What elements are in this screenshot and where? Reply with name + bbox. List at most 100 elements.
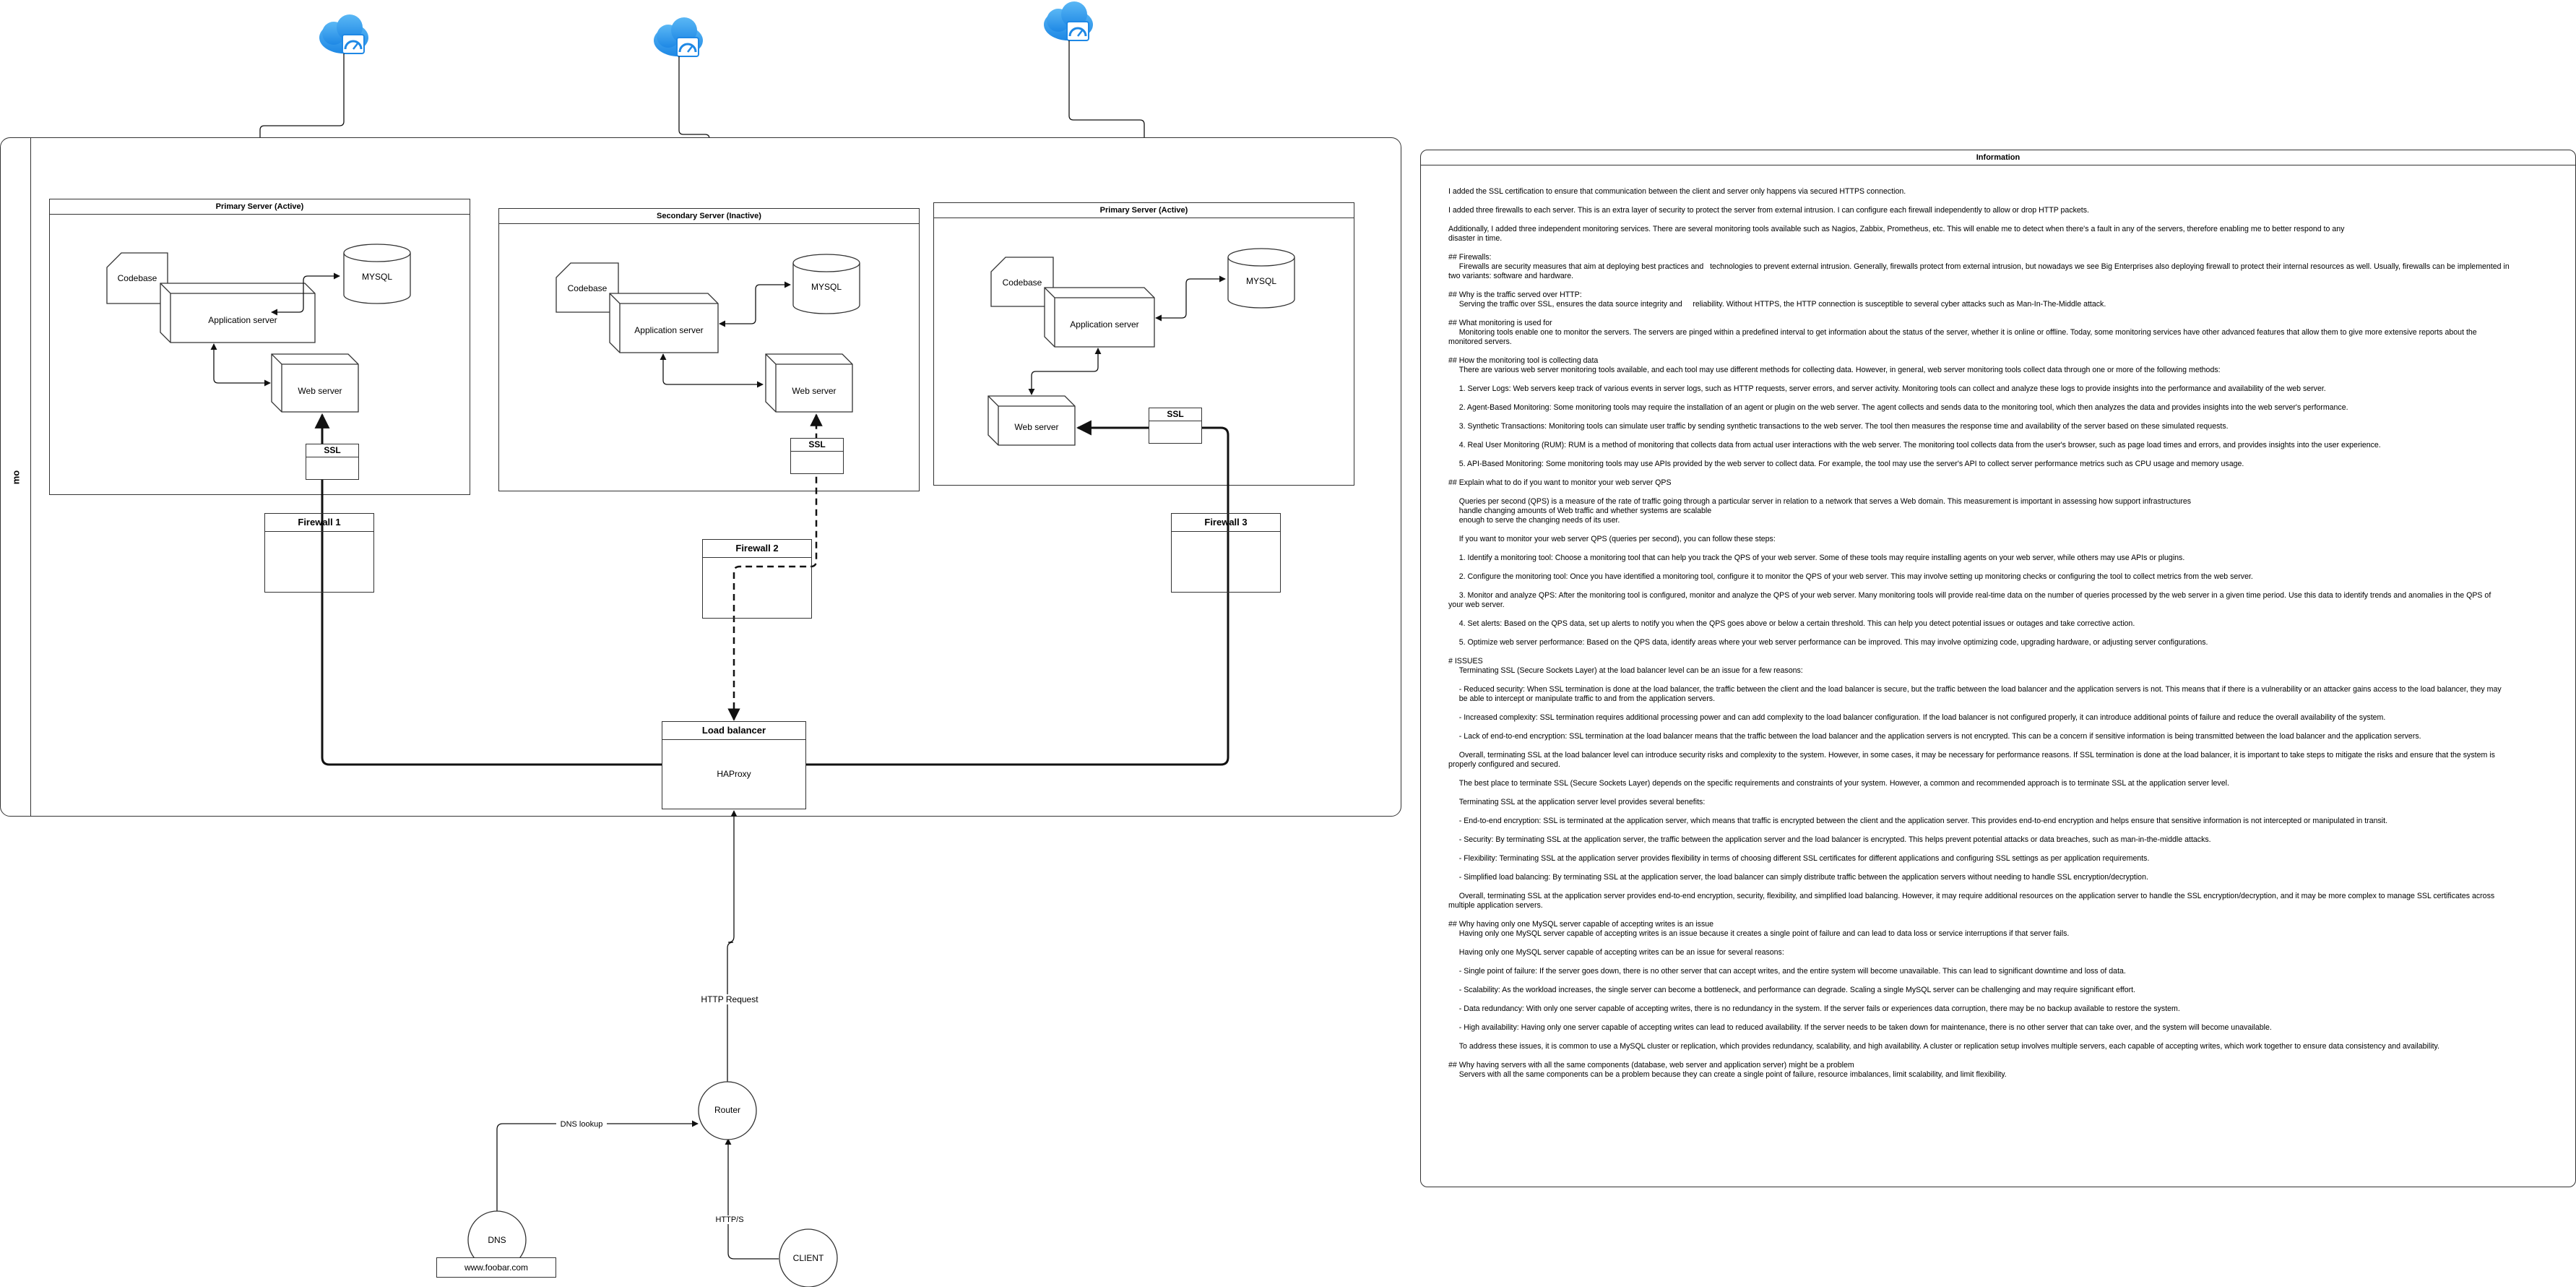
information-paragraph: - Lack of end-to-end encryption: SSL ter… <box>1448 732 2421 741</box>
load-balancer-title: Load balancer <box>662 722 805 740</box>
monitor-link-3 <box>1068 40 1148 202</box>
firewall-label: Firewall 3 <box>1172 514 1280 532</box>
mysql-cylinder[interactable] <box>1227 248 1295 309</box>
mysql-label: MYSQL <box>811 282 842 292</box>
information-paragraph: ## How the monitoring tool is collecting… <box>1448 356 2221 374</box>
monitor-link-1 <box>256 53 345 198</box>
information-paragraph: If you want to monitor your web server Q… <box>1448 535 1776 543</box>
monitoring-cloud-icon <box>1044 1 1093 41</box>
information-paragraph: Overall, terminating SSL at the applicat… <box>1448 892 2495 910</box>
information-paragraph: Overall, terminating SSL at the load bal… <box>1448 751 2495 769</box>
server-title: Primary Server (Active) <box>50 199 470 215</box>
app-server-label: Application server <box>634 325 704 335</box>
web-server-cube[interactable] <box>987 395 1076 446</box>
server-title: Primary Server (Active) <box>934 203 1354 218</box>
ssl-label: SSL <box>791 439 843 452</box>
information-paragraph: ## What monitoring is used for Monitorin… <box>1448 319 2477 346</box>
app-server-label: Application server <box>1070 319 1139 330</box>
firewall-label: Firewall 2 <box>703 540 811 558</box>
app-server-cube[interactable] <box>609 293 719 353</box>
app-server-label: Application server <box>208 315 277 325</box>
edge-label-dns-lookup: DNS lookup <box>556 1120 607 1129</box>
monitoring-cloud-icon <box>319 14 368 54</box>
ssl-label: SSL <box>1149 408 1201 421</box>
app-server-cube[interactable] <box>1044 287 1155 348</box>
edge-client-router <box>725 1138 779 1260</box>
ssl-box-3[interactable]: SSL <box>1149 408 1202 444</box>
information-paragraph: - End-to-end encryption: SSL is terminat… <box>1448 817 2388 825</box>
codebase-label: Codebase <box>567 283 608 293</box>
dns-label: DNS <box>488 1235 506 1245</box>
client-label: CLIENT <box>792 1253 824 1263</box>
edge-app-web-3 <box>1028 348 1102 395</box>
information-paragraph: 2. Agent-Based Monitoring: Some monitori… <box>1448 403 2348 412</box>
edge-dns-router <box>496 1120 699 1211</box>
pool-label-lane: mo <box>1 138 31 816</box>
information-paragraph: - Single point of failure: If the server… <box>1448 967 2126 976</box>
web-server-cube[interactable] <box>765 353 853 413</box>
codebase-shape[interactable] <box>990 257 1054 307</box>
information-paragraph: - Simplified load balancing: By terminat… <box>1448 873 2148 882</box>
codebase-label: Codebase <box>117 273 157 283</box>
monitor-link-2 <box>678 56 713 207</box>
information-panel[interactable]: Information I added the SSL certificatio… <box>1420 150 2576 1187</box>
information-paragraph: 4. Set alerts: Based on the QPS data, se… <box>1448 619 2135 628</box>
mysql-label: MYSQL <box>1245 276 1276 286</box>
information-paragraph: - Increased complexity: SSL termination … <box>1448 713 2386 722</box>
ssl-box-2[interactable]: SSL <box>790 438 844 474</box>
information-paragraph: ## Why having servers with all the same … <box>1448 1061 2007 1079</box>
information-paragraph: # ISSUES Terminating SSL (Secure Sockets… <box>1448 657 1803 675</box>
information-paragraph: 4. Real User Monitoring (RUM): RUM is a … <box>1448 441 2381 449</box>
domain-box[interactable]: www.foobar.com <box>436 1257 556 1278</box>
ssl-label: SSL <box>306 444 358 457</box>
client-node[interactable] <box>779 1228 838 1287</box>
edge-router-lb <box>727 810 738 1082</box>
information-paragraph: - Scalability: As the workload increases… <box>1448 986 2136 994</box>
information-paragraph: 3. Synthetic Transactions: Monitoring to… <box>1448 422 2229 431</box>
information-paragraph: - High availability: Having only one ser… <box>1448 1023 2272 1032</box>
information-paragraph: Terminating SSL at the application serve… <box>1448 798 1706 806</box>
edge-app-mysql-2 <box>719 281 791 327</box>
load-balancer-body: HAProxy <box>717 769 751 779</box>
information-paragraph: 2. Configure the monitoring tool: Once y… <box>1448 572 2253 581</box>
ssl-box-1[interactable]: SSL <box>306 444 359 480</box>
codebase-shape[interactable] <box>556 262 619 313</box>
information-title: Information <box>1421 150 2575 165</box>
information-paragraph: Additionally, I added three independent … <box>1448 225 2345 243</box>
information-paragraph: ## Why having only one MySQL server capa… <box>1448 920 2070 938</box>
information-paragraph: 5. API-Based Monitoring: Some monitoring… <box>1448 460 2244 468</box>
edge-app-mysql-3 <box>1155 275 1226 322</box>
mysql-cylinder[interactable] <box>792 254 860 314</box>
codebase-label: Codebase <box>1002 277 1042 288</box>
information-paragraph: - Flexibility: Terminating SSL at the ap… <box>1448 854 2150 863</box>
firewall-2[interactable]: Firewall 2 <box>702 539 812 619</box>
information-paragraph: Queries per second (QPS) is a measure of… <box>1458 497 2192 525</box>
mysql-label: MYSQL <box>361 272 392 282</box>
edge-label-https: HTTP/S <box>708 1215 751 1224</box>
mysql-cylinder[interactable] <box>343 244 411 304</box>
router-node[interactable] <box>698 1081 757 1140</box>
monitoring-cloud-icon <box>654 17 703 57</box>
web-server-label: Web server <box>792 386 837 396</box>
information-paragraph: - Security: By terminating SSL at the ap… <box>1448 835 2211 844</box>
information-paragraph: 1. Identify a monitoring tool: Choose a … <box>1448 554 2185 562</box>
information-paragraph: ## Explain what to do if you want to mon… <box>1448 478 1672 487</box>
codebase-shape[interactable] <box>106 252 168 304</box>
edge-app-mysql-1 <box>271 272 340 316</box>
information-paragraph: - Data redundancy: With only one server … <box>1448 1004 2180 1013</box>
firewall-3[interactable]: Firewall 3 <box>1171 513 1281 593</box>
load-balancer[interactable]: Load balancer HAProxy <box>662 721 806 809</box>
information-paragraph: I added three firewalls to each server. … <box>1448 206 2089 215</box>
firewall-1[interactable]: Firewall 1 <box>264 513 374 593</box>
information-paragraph: The best place to terminate SSL (Secure … <box>1448 779 2229 788</box>
information-paragraph: To address these issues, it is common to… <box>1448 1042 2439 1051</box>
edge-app-web-1 <box>210 343 271 387</box>
information-paragraph: 3. Monitor and analyze QPS: After the mo… <box>1448 591 2491 609</box>
router-label: Router <box>714 1105 741 1115</box>
web-server-label: Web server <box>298 386 342 396</box>
web-server-cube[interactable] <box>271 353 359 413</box>
app-server-cube[interactable] <box>160 283 316 343</box>
information-paragraph: 5. Optimize web server performance: Base… <box>1448 638 2208 647</box>
information-paragraph: Having only one MySQL server capable of … <box>1448 948 1784 957</box>
